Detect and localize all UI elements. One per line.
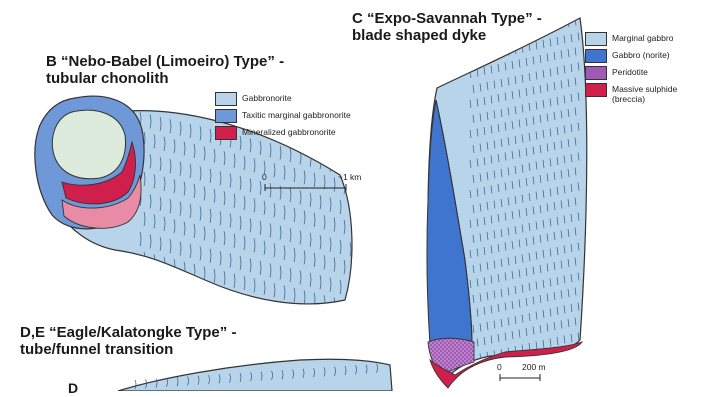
chonolith-core [52, 110, 125, 179]
legend-item-marginal-gabbro: Marginal gabbro [585, 32, 677, 46]
texture-stroke [354, 262, 355, 276]
texture-stroke [180, 282, 181, 296]
panel-c-title-line1: C “Expo-Savannah Type” - [352, 10, 542, 27]
texture-stroke [230, 294, 231, 308]
legend-item-peridotite: Peridotite [585, 66, 677, 80]
texture-stroke [200, 286, 201, 300]
panel-c-dyke [427, 18, 587, 389]
texture-stroke [547, 24, 548, 32]
legend-label: Massive sulphide (breccia) [612, 83, 677, 104]
panel-c-title: C “Expo-Savannah Type” - blade shaped dy… [352, 10, 542, 44]
panel-de-title: D,E “Eagle/Kalatongke Type” - tube/funne… [20, 324, 236, 358]
panel-c-legend: Marginal gabbro Gabbro (norite) Peridoti… [585, 32, 677, 107]
texture-stroke [350, 322, 351, 336]
legend-item-gabbro-norite: Gabbro (norite) [585, 49, 677, 63]
legend-label: Gabbro (norite) [612, 49, 670, 60]
panel-c-scale-end: 200 m [522, 362, 546, 372]
legend-item-gabbronorite: Gabbronorite [215, 92, 351, 106]
texture-stroke [260, 301, 261, 315]
texture-stroke [310, 313, 311, 327]
texture-stroke [340, 320, 341, 334]
texture-stroke [280, 306, 281, 320]
texture-stroke [320, 315, 321, 329]
texture-stroke [300, 310, 301, 324]
texture-stroke [473, 55, 474, 63]
legend-swatch [585, 66, 607, 80]
panel-b-scale-start: 0 [262, 172, 267, 182]
texture-stroke [354, 182, 355, 196]
texture-stroke [354, 302, 355, 316]
legend-swatch [215, 109, 237, 123]
texture-stroke [350, 282, 351, 296]
texture-stroke [501, 49, 502, 57]
texture-stroke [270, 303, 271, 317]
texture-stroke [170, 279, 171, 293]
panel-b-title-line2: tubular chonolith [46, 70, 284, 87]
legend-swatch [215, 126, 237, 140]
legend-swatch [215, 92, 237, 106]
legend-item-mineralized-gabbronorite: Mineralized gabbronorite [215, 126, 351, 140]
legend-item-taxitic-gabbronorite: Taxitic marginal gabbronorite [215, 109, 351, 123]
panel-de-title-line1: D,E “Eagle/Kalatongke Type” - [20, 324, 236, 341]
texture-stroke [487, 52, 488, 60]
legend-swatch [585, 49, 607, 63]
panel-de-body [118, 359, 392, 391]
legend-label: Gabbronorite [242, 92, 292, 103]
texture-stroke [354, 222, 355, 236]
texture-stroke [210, 289, 211, 303]
panel-b-scale-end: ~1 km [338, 172, 361, 182]
panel-de-partial-shape [118, 359, 392, 391]
texture-stroke [344, 300, 345, 314]
texture-stroke [190, 284, 191, 298]
texture-stroke [240, 296, 241, 310]
panel-b-legend: Gabbronorite Taxitic marginal gabbronori… [215, 92, 351, 143]
legend-label: Peridotite [612, 66, 648, 77]
texture-stroke [330, 318, 331, 332]
texture-stroke [250, 298, 251, 312]
texture-stroke [220, 291, 221, 305]
texture-stroke [290, 308, 291, 322]
texture-stroke [480, 54, 481, 62]
legend-item-massive-sulphide: Massive sulphide (breccia) [585, 83, 677, 104]
legend-label: Mineralized gabbronorite [242, 126, 336, 137]
panel-b-title: B “Nebo-Babel (Limoeiro) Type” - tubular… [46, 53, 284, 87]
texture-stroke [140, 272, 141, 286]
legend-label: Taxitic marginal gabbronorite [242, 109, 351, 120]
panel-c-title-line2: blade shaped dyke [352, 27, 542, 44]
panel-d-sublabel: D [68, 380, 78, 397]
texture-stroke [554, 22, 555, 30]
panel-b-title-line1: B “Nebo-Babel (Limoeiro) Type” - [46, 53, 284, 70]
texture-stroke [494, 51, 495, 59]
texture-stroke [150, 274, 151, 288]
panel-c-scale-bar [500, 374, 540, 381]
legend-label: Marginal gabbro [612, 32, 673, 43]
legend-swatch [585, 32, 607, 46]
texture-stroke [160, 277, 161, 291]
legend-swatch [585, 83, 607, 97]
panel-c-scale-start: 0 [497, 362, 502, 372]
panel-de-title-line2: tube/funnel transition [20, 341, 236, 358]
